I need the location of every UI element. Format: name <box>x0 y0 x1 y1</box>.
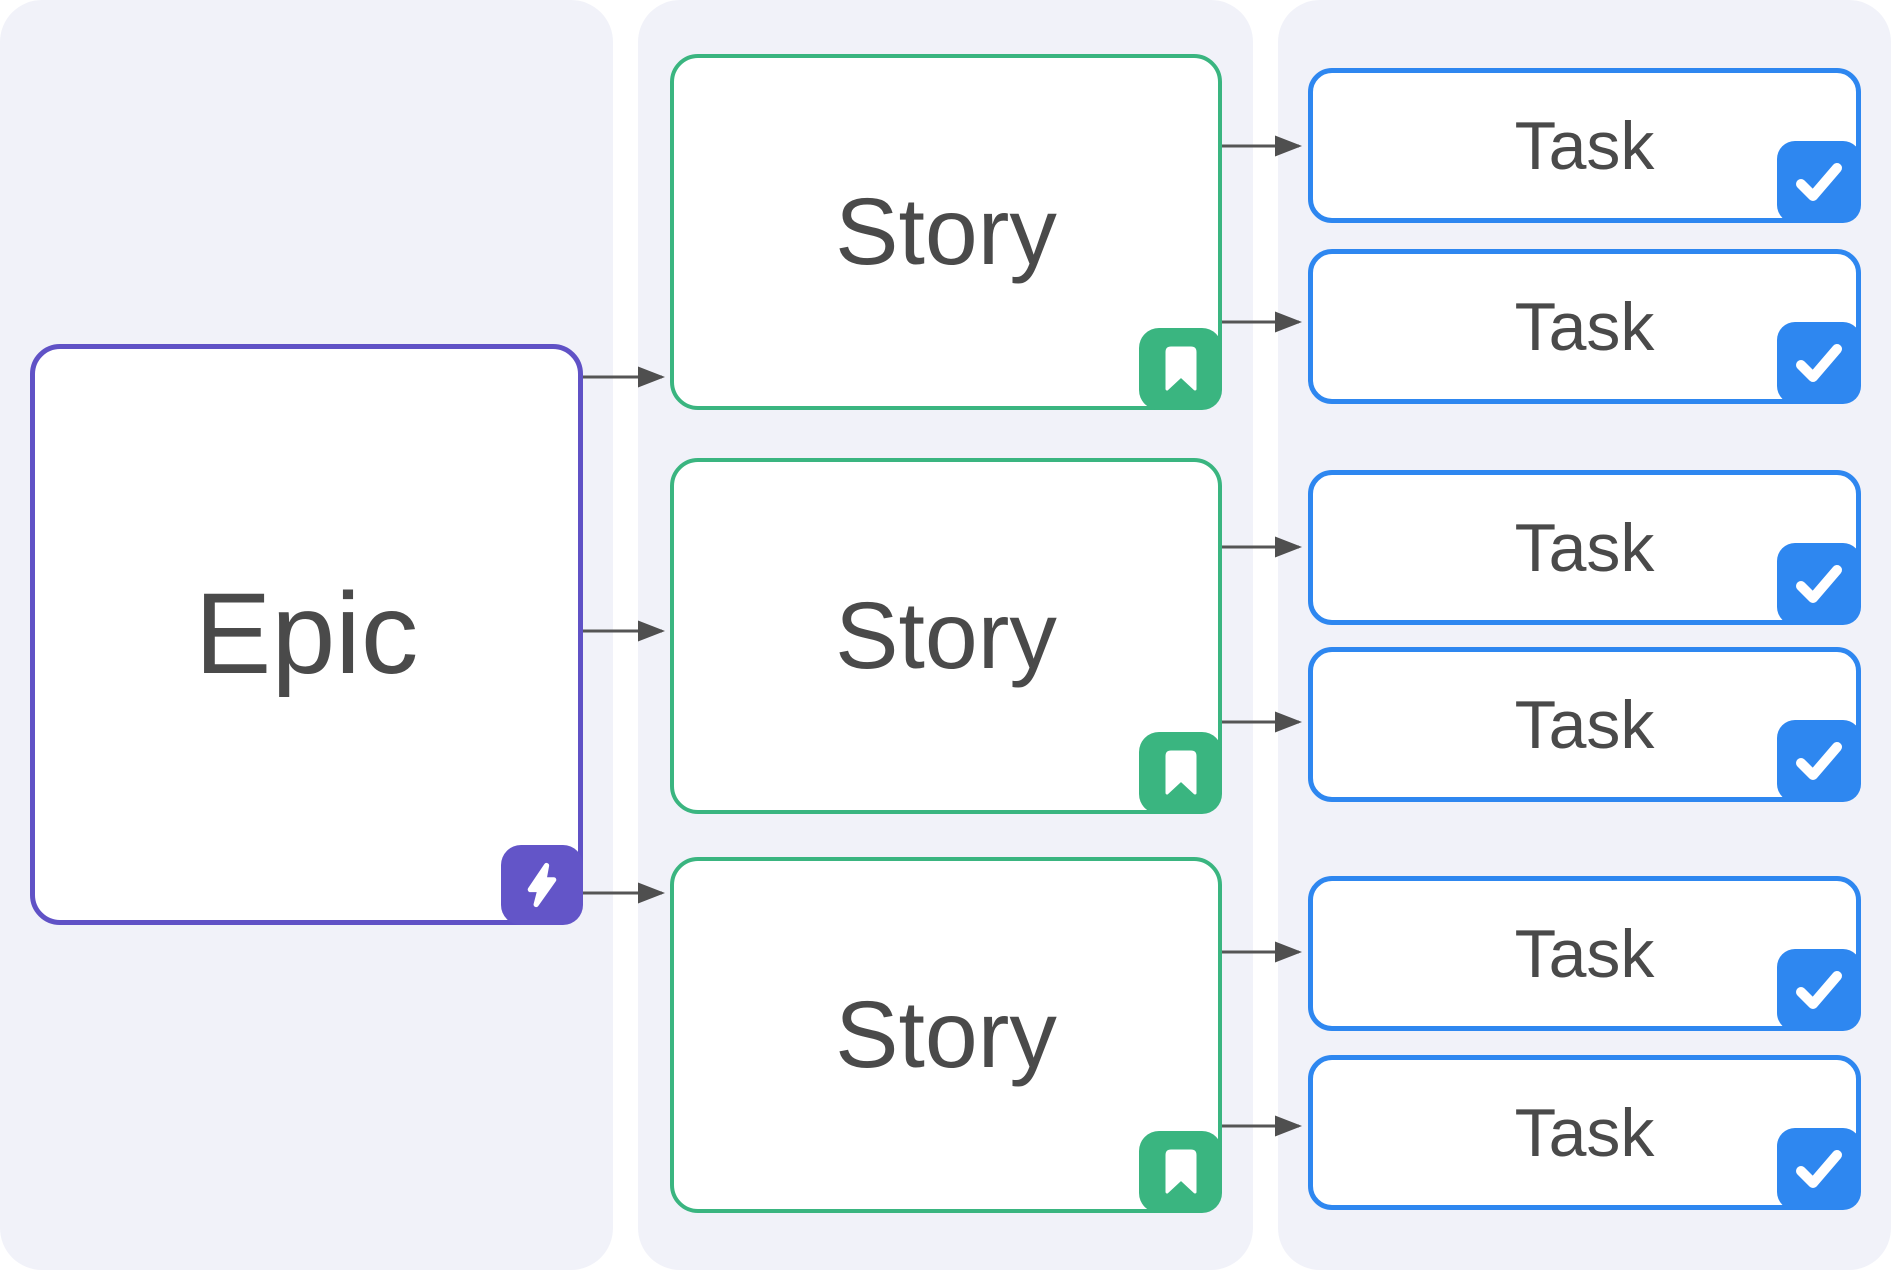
story-card: Story <box>670 857 1222 1213</box>
task-card: Task <box>1308 68 1861 223</box>
check-icon <box>1796 163 1842 201</box>
story-badge <box>1139 328 1222 410</box>
task-badge <box>1777 720 1861 802</box>
task-card: Task <box>1308 647 1861 802</box>
bookmark-icon <box>1165 750 1196 795</box>
epic-badge <box>501 845 583 925</box>
task-card: Task <box>1308 1055 1861 1210</box>
check-icon <box>1796 742 1842 780</box>
task-badge <box>1777 1128 1861 1210</box>
task-card: Task <box>1308 249 1861 404</box>
task-card: Task <box>1308 470 1861 625</box>
task-label: Task <box>1514 915 1655 992</box>
check-icon <box>1796 971 1842 1009</box>
story-badge <box>1139 732 1222 814</box>
story-label: Story <box>835 178 1057 285</box>
check-icon <box>1796 344 1842 382</box>
task-label: Task <box>1514 686 1655 763</box>
task-label: Task <box>1514 509 1655 586</box>
task-label: Task <box>1514 1094 1655 1171</box>
lightning-icon <box>527 862 557 908</box>
story-label: Story <box>835 981 1057 1088</box>
epic-card: Epic <box>30 344 583 925</box>
story-badge <box>1139 1131 1222 1213</box>
task-badge <box>1777 949 1861 1031</box>
story-card: Story <box>670 458 1222 814</box>
epic-label: Epic <box>194 570 419 698</box>
task-badge <box>1777 543 1861 625</box>
check-icon <box>1796 1150 1842 1188</box>
bookmark-icon <box>1165 346 1196 391</box>
task-label: Task <box>1514 107 1655 184</box>
story-card: Story <box>670 54 1222 410</box>
task-card: Task <box>1308 876 1861 1031</box>
task-label: Task <box>1514 288 1655 365</box>
task-badge <box>1777 322 1861 404</box>
story-label: Story <box>835 582 1057 689</box>
bookmark-icon <box>1165 1149 1196 1194</box>
task-badge <box>1777 141 1861 223</box>
check-icon <box>1796 565 1842 603</box>
